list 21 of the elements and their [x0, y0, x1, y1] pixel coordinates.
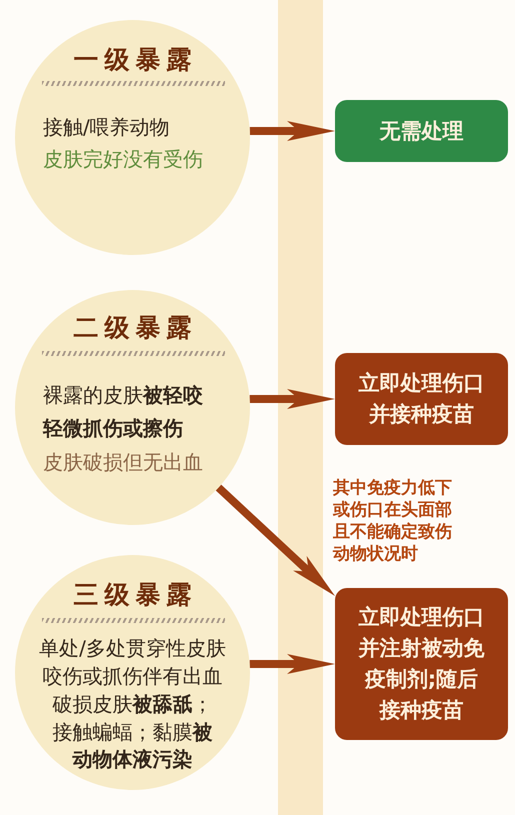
description-text: 皮肤破损但无出血 [43, 449, 203, 475]
arrow [216, 484, 336, 596]
action-box: 立即处理伤口并注射被动免疫制剂;随后接种疫苗 [335, 588, 508, 740]
arrow [250, 389, 335, 409]
description-text: 皮肤完好没有受伤 [43, 146, 203, 172]
level-heading: 一级暴露 [72, 45, 198, 75]
arrow [250, 654, 335, 674]
level-heading: 二级暴露 [72, 313, 198, 343]
description-text: 轻微抓伤或擦伤 [43, 415, 183, 441]
description-text: 裸露的皮肤被轻咬 [43, 382, 203, 408]
description-text: 咬伤或抓伤伴有出血 [42, 663, 222, 689]
description-text: 破损皮肤被舔舐； [52, 691, 212, 717]
level-heading: 三级暴露 [72, 580, 198, 610]
description-text: 单处/多处贯穿性皮肤 [39, 635, 226, 661]
description-text: 接触蝙蝠；黏膜被 [52, 719, 212, 745]
description-text: 动物体液污染 [72, 746, 192, 772]
arrow [250, 121, 335, 141]
action-box: 无需处理 [335, 100, 508, 162]
description-text: 接触/喂养动物 [43, 114, 170, 140]
edge-label: 其中免疫力低下或伤口在头面部且不能确定致伤动物状况时 [333, 477, 453, 565]
action-box: 立即处理伤口并接种疫苗 [335, 353, 508, 445]
